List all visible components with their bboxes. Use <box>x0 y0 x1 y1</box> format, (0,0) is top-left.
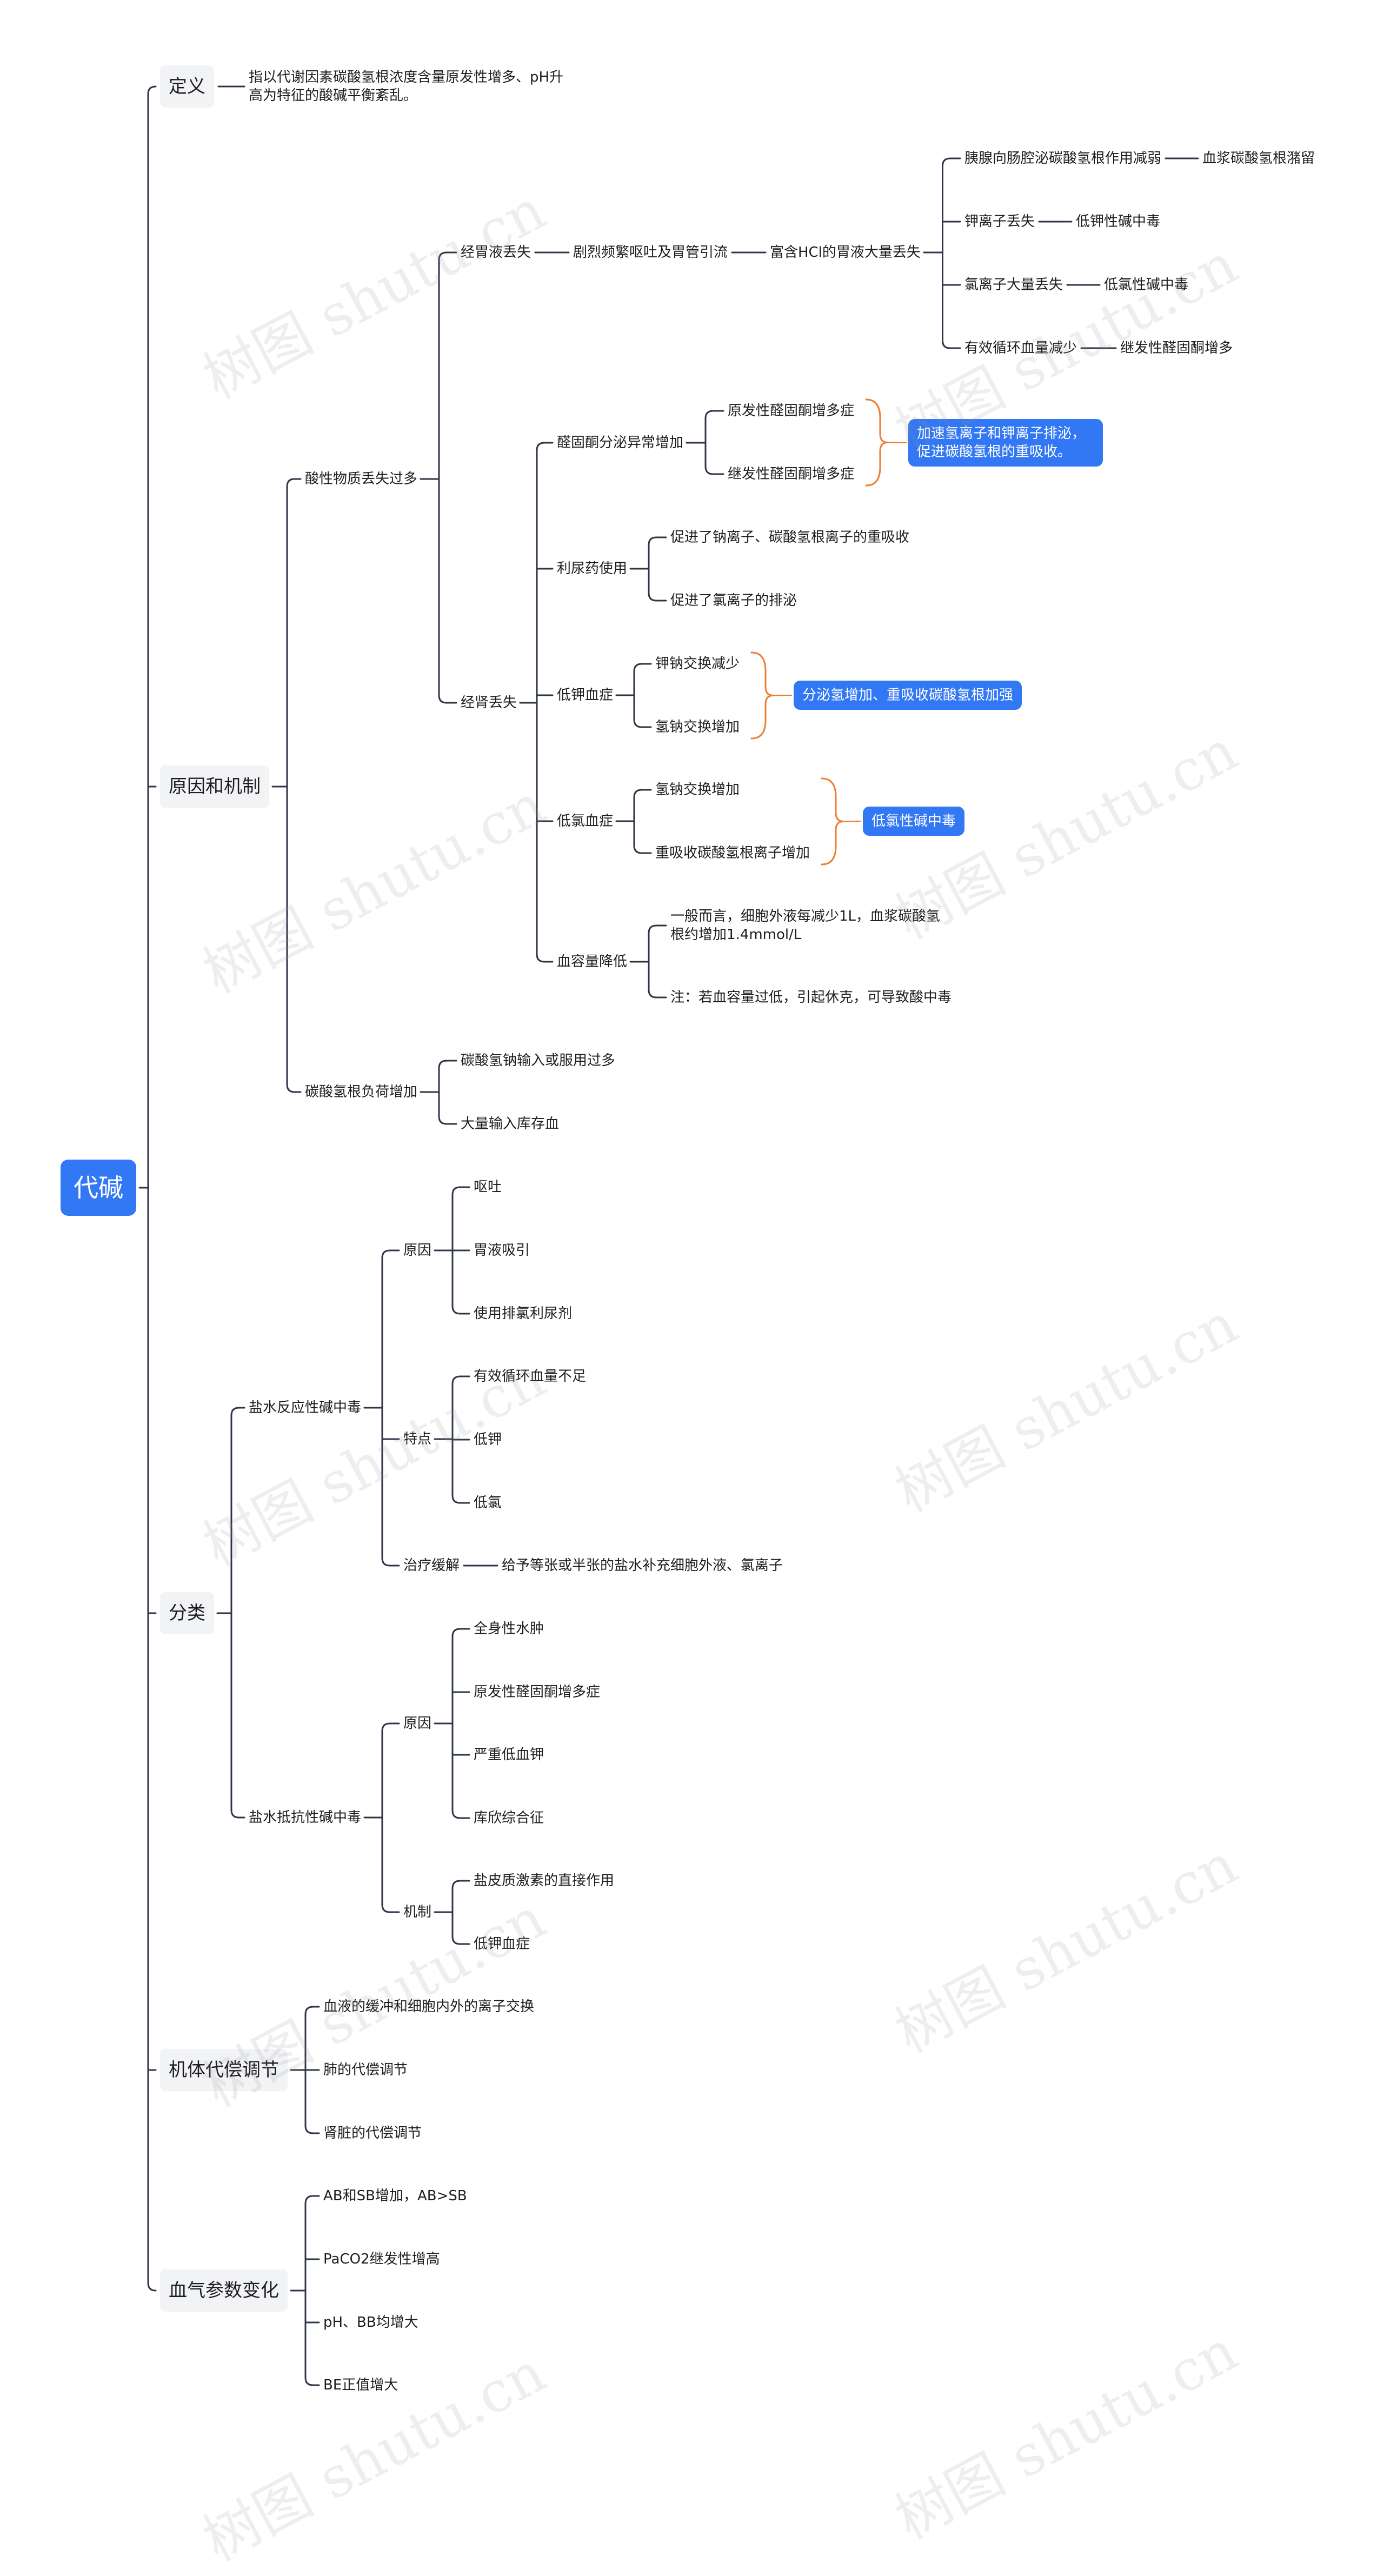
node-rs-cause[interactable]: 原因 <box>403 1715 432 1732</box>
node-diu1[interactable]: 促进了钠离子、碳酸氢根离子的重吸收 <box>670 529 910 545</box>
node-sr-f1[interactable]: 有效循环血量不足 <box>474 1368 587 1384</box>
node-vol1[interactable]: 一般而言，细胞外液每减少1L，血浆碳酸氢根约增加1.4mmol/L <box>670 908 941 943</box>
node-cause[interactable]: 原因和机制 <box>160 766 269 808</box>
node-hypocl-note[interactable]: 低氯性碱中毒 <box>863 807 965 836</box>
node-g4a[interactable]: 继发性醛固酮增多 <box>1120 340 1233 356</box>
node-sr-t1[interactable]: 给予等张或半张的盐水补充细胞外液、氯离子 <box>502 1557 783 1574</box>
node-hypocl[interactable]: 低氯血症 <box>557 813 614 829</box>
node-sr-cause[interactable]: 原因 <box>403 1242 432 1259</box>
node-hypocl1[interactable]: 氢钠交换增加 <box>655 782 740 798</box>
node-rs-m2[interactable]: 低钾血症 <box>474 1936 530 1952</box>
node-aldo1[interactable]: 原发性醛固酮增多症 <box>728 403 855 419</box>
node-sr-treat[interactable]: 治疗缓解 <box>403 1557 460 1574</box>
node-compens[interactable]: 机体代偿调节 <box>160 2049 288 2091</box>
node-classify[interactable]: 分类 <box>160 1592 214 1634</box>
node-aldo-note[interactable]: 加速氢离子和钾离子排泌，促进碳酸氢根的重吸收。 <box>908 419 1103 467</box>
node-rs-c2[interactable]: 原发性醛固酮增多症 <box>474 1684 601 1700</box>
node-rs-m1[interactable]: 盐皮质激素的直接作用 <box>474 1873 615 1889</box>
node-vomit[interactable]: 剧烈频繁呕吐及胃管引流 <box>573 244 728 261</box>
node-volume[interactable]: 血容量降低 <box>557 954 628 970</box>
node-bg2[interactable]: PaCO2继发性增高 <box>323 2251 440 2267</box>
node-bicarb[interactable]: 碳酸氢根负荷增加 <box>305 1084 418 1100</box>
node-hypocl2[interactable]: 重吸收碳酸氢根离子增加 <box>655 845 810 861</box>
node-g4[interactable]: 有效循环血量减少 <box>964 340 1077 356</box>
node-sr-c3[interactable]: 使用排氯利尿剂 <box>474 1306 573 1322</box>
node-rs-mech[interactable]: 机制 <box>403 1904 432 1920</box>
node-comp1[interactable]: 血液的缓冲和细胞内外的离子交换 <box>323 1999 535 2015</box>
node-bg3[interactable]: pH、BB均增大 <box>323 2314 418 2331</box>
node-def[interactable]: 定义 <box>160 65 214 108</box>
mindmap-canvas: 代碱 定义指以代谢因素碳酸氢根浓度含量原发性增多、pH升高为特征的酸碱平衡紊乱。原… <box>61 65 1315 2574</box>
node-blood[interactable]: 血气参数变化 <box>160 2269 288 2312</box>
node-acid-loss[interactable]: 酸性物质丢失过多 <box>305 471 418 487</box>
node-hypok-note[interactable]: 分泌氢增加、重吸收碳酸氢根加强 <box>794 681 1022 710</box>
node-rs-c1[interactable]: 全身性水肿 <box>474 1621 544 1637</box>
node-g2[interactable]: 钾离子丢失 <box>964 214 1035 230</box>
node-bic1[interactable]: 碳酸氢钠输入或服用过多 <box>461 1053 616 1069</box>
connector-lines <box>138 85 1199 2386</box>
node-gastric[interactable]: 经胃液丢失 <box>461 244 531 261</box>
node-diuretic[interactable]: 利尿药使用 <box>557 561 628 577</box>
node-salt-res[interactable]: 盐水抵抗性碱中毒 <box>249 1809 362 1826</box>
node-rs-c3[interactable]: 严重低血钾 <box>474 1747 544 1763</box>
node-g1[interactable]: 胰腺向肠腔泌碳酸氢根作用减弱 <box>964 150 1162 167</box>
node-aldo2[interactable]: 继发性醛固酮增多症 <box>728 466 855 482</box>
node-renal[interactable]: 经肾丢失 <box>461 695 517 711</box>
node-g1a[interactable]: 血浆碳酸氢根潴留 <box>1202 150 1315 167</box>
node-def-text[interactable]: 指以代谢因素碳酸氢根浓度含量原发性增多、pH升高为特征的酸碱平衡紊乱。 <box>249 69 564 104</box>
node-hypok2[interactable]: 氢钠交换增加 <box>655 719 740 735</box>
node-bic2[interactable]: 大量输入库存血 <box>461 1116 560 1132</box>
node-sr-f3[interactable]: 低氯 <box>474 1495 502 1511</box>
node-comp3[interactable]: 肾脏的代偿调节 <box>323 2125 422 2141</box>
node-sr-c1[interactable]: 呕吐 <box>474 1179 502 1195</box>
node-root[interactable]: 代碱 <box>61 1160 136 1216</box>
node-diu2[interactable]: 促进了氯离子的排泌 <box>670 593 797 609</box>
node-vol2[interactable]: 注：若血容量过低，引起休克，可导致酸中毒 <box>670 989 952 1006</box>
node-g3[interactable]: 氯离子大量丢失 <box>964 277 1063 293</box>
node-sr-c2[interactable]: 胃液吸引 <box>474 1242 530 1259</box>
node-bg1[interactable]: AB和SB增加，AB>SB <box>323 2188 467 2204</box>
node-rs-c4[interactable]: 库欣综合征 <box>474 1810 544 1826</box>
node-g3a[interactable]: 低氯性碱中毒 <box>1104 277 1189 293</box>
node-aldo[interactable]: 醛固酮分泌异常增加 <box>557 435 684 451</box>
node-salt-resp[interactable]: 盐水反应性碱中毒 <box>249 1400 362 1416</box>
node-comp2[interactable]: 肺的代偿调节 <box>323 2062 408 2078</box>
node-g2a[interactable]: 低钾性碱中毒 <box>1076 214 1161 230</box>
node-sr-f2[interactable]: 低钾 <box>474 1432 502 1448</box>
node-hcl[interactable]: 富含HCl的胃液大量丢失 <box>770 244 921 261</box>
node-sr-feat[interactable]: 特点 <box>403 1431 432 1447</box>
node-hypok1[interactable]: 钾钠交换减少 <box>655 656 740 672</box>
node-bg4[interactable]: BE正值增大 <box>323 2377 398 2393</box>
node-hypok[interactable]: 低钾血症 <box>557 687 614 703</box>
